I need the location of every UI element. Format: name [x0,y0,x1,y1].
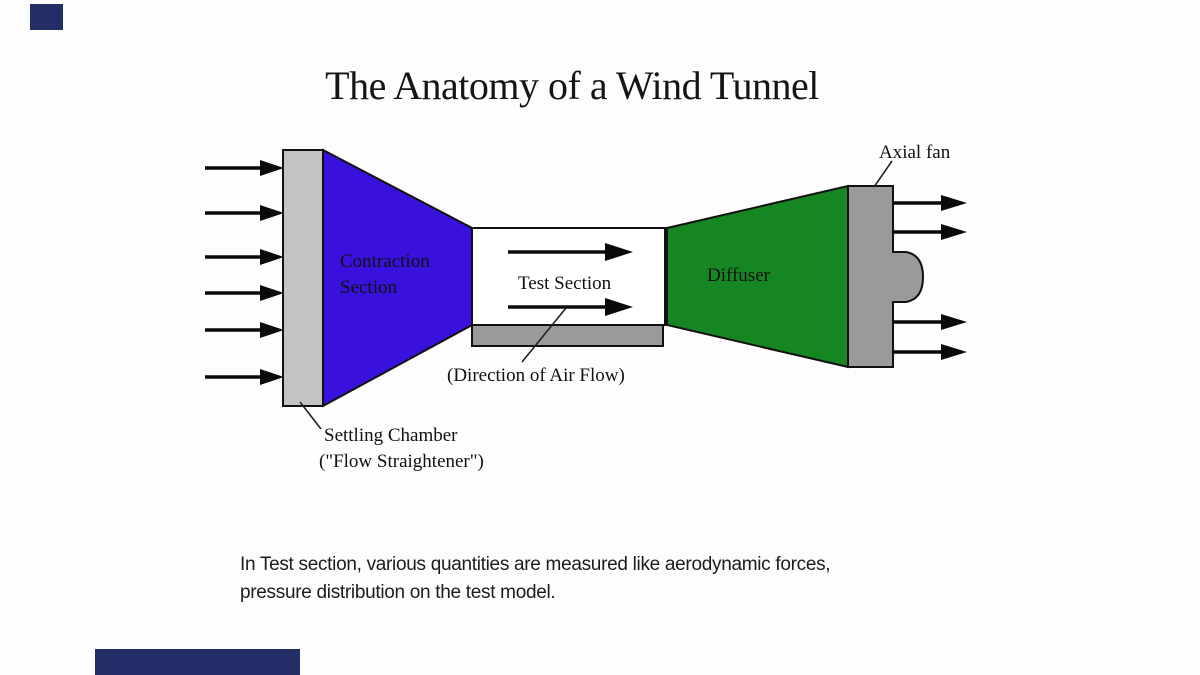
flow-arrow-head [260,322,284,338]
flow-arrow-head [260,369,284,385]
slide-accent-top-left [30,4,63,30]
settling-chamber-shape [282,149,324,407]
flow-arrow-head [941,344,967,360]
settling-chamber-label-line2: ("Flow Straightener") [319,451,484,472]
flow-arrow-head [260,285,284,301]
flow-arrow-head [941,195,967,211]
caption-line-1: In Test section, various quantities are … [240,554,831,575]
slide-accent-bottom [95,649,300,675]
axial-fan-housing [847,185,894,368]
flow-arrow-head [260,160,284,176]
flow-arrow-head [605,243,633,261]
inflow-arrows [205,160,284,385]
contraction-label-line1: Contraction [340,251,430,272]
slide-title: The Anatomy of a Wind Tunnel [325,63,819,108]
contraction-label-line2: Section [340,277,397,298]
settling-callout-line [299,401,322,430]
axial-fan-label: Axial fan [879,142,951,163]
test-section-label: Test Section [518,273,612,294]
direction-callout-line [521,307,567,363]
outflow-arrows [893,195,967,360]
axial-fan-callout-line [873,160,893,188]
fan-hub [892,251,925,303]
test-section-shape [471,227,666,326]
test-section-arrows [508,243,633,316]
direction-of-air-flow-label: (Direction of Air Flow) [447,365,625,386]
caption-line-2: pressure distribution on the test model. [240,582,556,603]
flow-arrow-head [605,298,633,316]
test-section-floor [471,324,664,347]
flow-arrow-head [260,205,284,221]
diffuser-label: Diffuser [707,265,771,286]
flow-arrow-head [260,249,284,265]
settling-chamber-label-line1: Settling Chamber [324,425,458,446]
flow-arrow-head [941,224,967,240]
slide-caption: In Test section, various quantities are … [240,551,831,607]
flow-arrow-head [941,314,967,330]
